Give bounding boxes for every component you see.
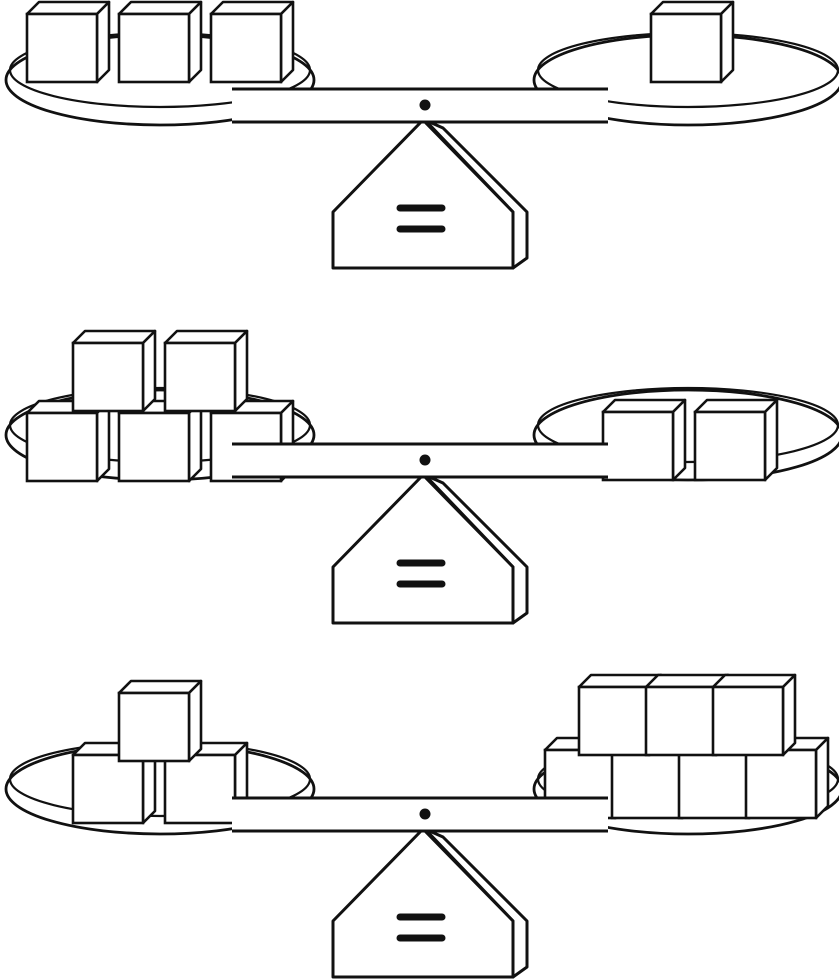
cube-icon: [25, 0, 111, 84]
cube-icon: [649, 0, 735, 84]
equals-sign-icon: [396, 559, 446, 588]
pivot-dot-icon: [419, 808, 431, 820]
balance-scale-3: [4, 673, 839, 979]
left-pan: [4, 679, 316, 836]
cube-icon: [163, 329, 249, 413]
left-pan: [4, 329, 316, 483]
cube-icon: [209, 0, 295, 84]
cube-icon: [693, 398, 779, 482]
pivot-dot-icon: [419, 454, 431, 466]
scale-base: [331, 827, 529, 979]
cube-icon: [117, 679, 203, 763]
pivot-dot-icon: [419, 99, 431, 111]
right-pan: [532, 0, 839, 127]
cube-icon: [601, 398, 687, 482]
cube-icon: [25, 399, 111, 483]
right-pan: [532, 386, 839, 482]
equals-sign-icon: [396, 204, 446, 233]
cube-icon: [71, 329, 157, 413]
cube-icon: [711, 673, 797, 757]
balance-scale-1: [4, 0, 839, 270]
scale-base: [331, 473, 529, 625]
balance-scale-2: [4, 329, 839, 625]
cube-icon: [117, 399, 203, 483]
cube-icon: [117, 0, 203, 84]
cube-icon: [71, 741, 157, 825]
scale-base: [331, 118, 529, 270]
equals-sign-icon: [396, 913, 446, 942]
cube-icon: [744, 736, 830, 820]
